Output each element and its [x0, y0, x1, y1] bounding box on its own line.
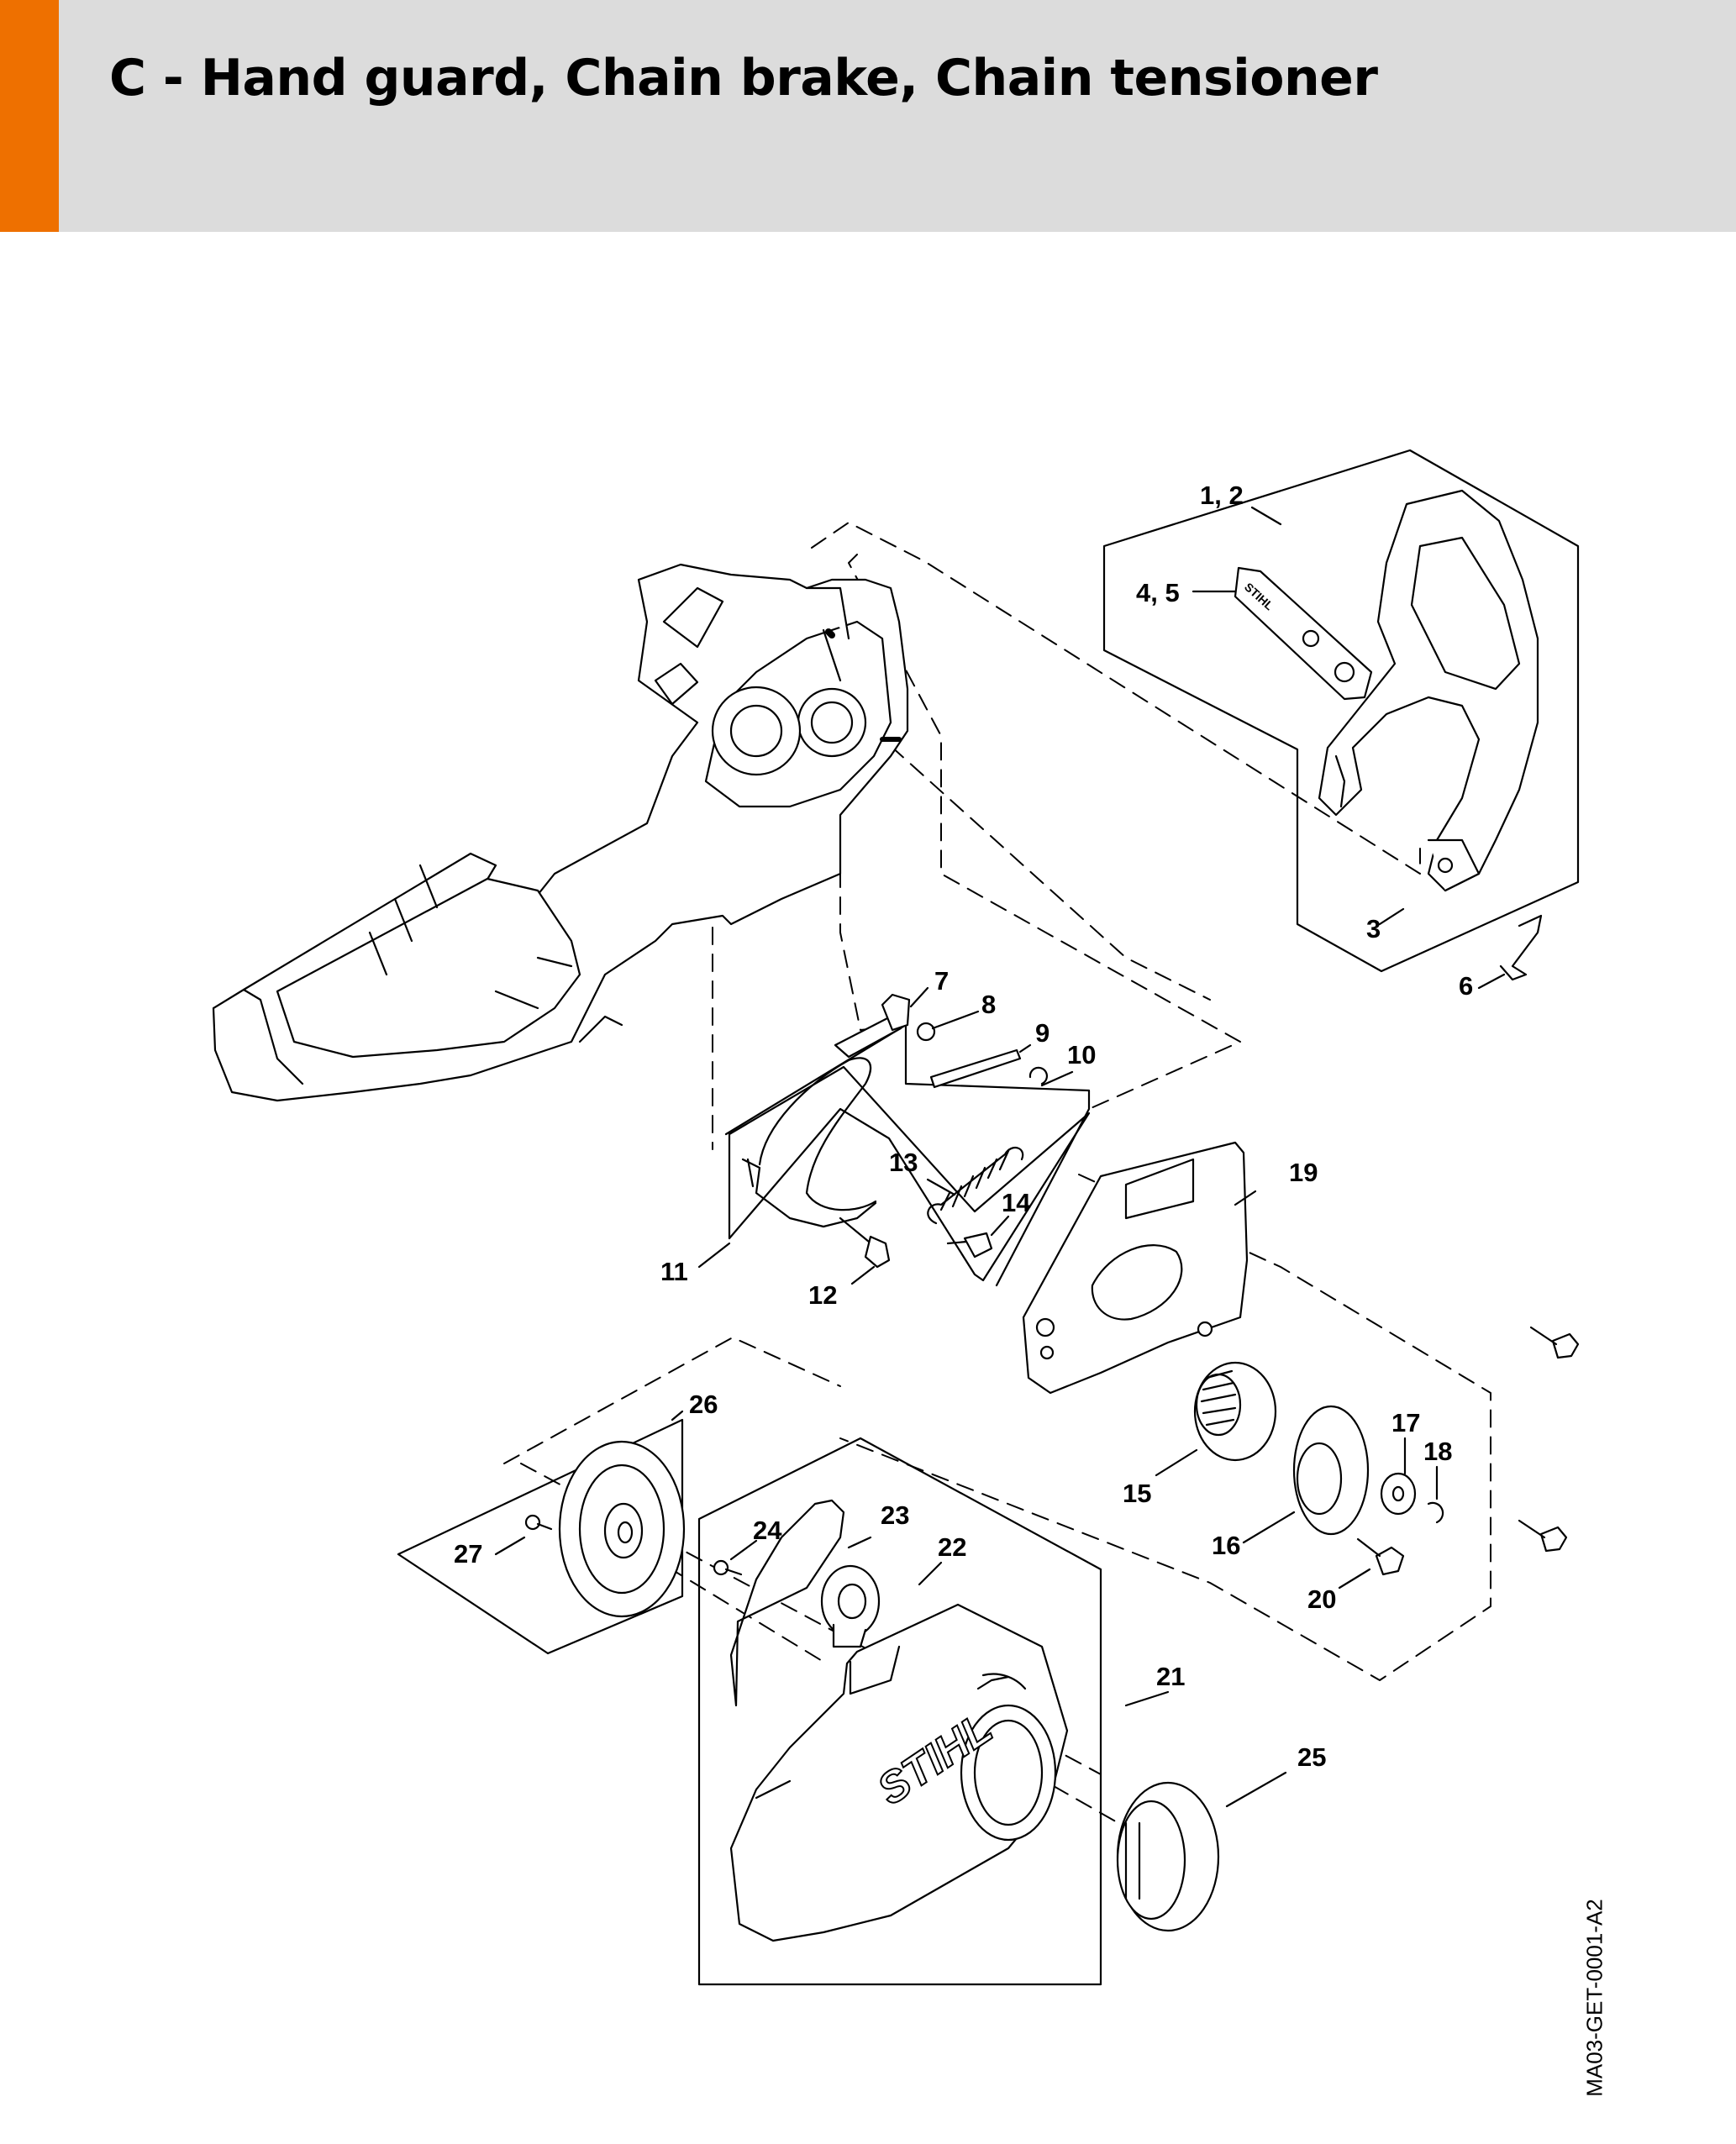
screw-12-part	[839, 1217, 891, 1269]
callout-15: 15	[1123, 1479, 1151, 1508]
sprocket-part	[1292, 1405, 1370, 1536]
callout-11: 11	[660, 1257, 688, 1286]
mounting-screw-bottom	[1518, 1519, 1568, 1553]
tensioner-knob-part	[820, 1564, 881, 1648]
document-id-text: MA03-GET-0001-A2	[1581, 1899, 1607, 2097]
cap-part	[1116, 1781, 1220, 1932]
document-id: MA03-GET-0001-A2	[1581, 1872, 1607, 2124]
sprocket-cover-part	[729, 1603, 1069, 1942]
assembly-line-3	[890, 745, 1211, 1001]
e-clip-18-part	[1427, 1501, 1444, 1524]
callout-19: 19	[1289, 1158, 1318, 1187]
link-part	[929, 1048, 1022, 1089]
tension-spring-part	[927, 1146, 1024, 1225]
callout-8: 8	[981, 990, 996, 1019]
sprocket-cover-group-outline	[697, 1437, 1102, 1986]
brake-lever-part	[834, 993, 911, 1059]
hand-guard-group-outline	[1102, 449, 1580, 973]
safety-decal-part	[1234, 566, 1373, 701]
callout-10: 10	[1067, 1040, 1096, 1069]
callout-16: 16	[1212, 1531, 1240, 1560]
powerhead-housing	[212, 563, 909, 1102]
callout-21: 21	[1156, 1662, 1185, 1691]
callout-1-2: 1, 2	[1200, 481, 1244, 510]
washer-part	[916, 1022, 936, 1042]
chain-brake-group-outline	[724, 1023, 1091, 1287]
screw-24-part	[713, 1559, 743, 1576]
page-header	[0, 0, 1736, 232]
e-clip-part	[1028, 1066, 1048, 1085]
screw-14-part	[946, 1232, 993, 1259]
assembly-line-6	[839, 1174, 1491, 1681]
brake-band-part	[741, 1057, 877, 1228]
hand-guard-part	[1318, 489, 1539, 892]
callout-24: 24	[753, 1516, 782, 1545]
callout-3: 3	[1366, 914, 1381, 943]
assembly-line-7	[503, 1337, 841, 1464]
clutch-drum-part	[1193, 1361, 1277, 1462]
screw-20-part	[1356, 1537, 1405, 1576]
assembly-line-1	[811, 522, 1421, 875]
callout-14: 14	[1002, 1188, 1031, 1217]
sprocket-plate-part	[1022, 1141, 1249, 1395]
callout-13: 13	[889, 1148, 918, 1177]
assembly-line-2	[848, 554, 1241, 1110]
callout-23: 23	[881, 1500, 909, 1530]
chain-guide-plate-part	[729, 1499, 845, 1707]
brake-group-outline	[728, 1065, 1091, 1282]
page-title: C - Hand guard, Chain brake, Chain tensi…	[109, 49, 1378, 108]
accent-bar	[0, 0, 59, 232]
tensioner-gear-part	[558, 1440, 686, 1618]
callout-26: 26	[689, 1390, 718, 1419]
callout-20: 20	[1307, 1584, 1336, 1614]
callout-6: 6	[1459, 971, 1473, 1001]
callout-7: 7	[934, 966, 949, 996]
screw-27-part	[524, 1514, 553, 1531]
mounting-screw-top	[1529, 1326, 1580, 1359]
callout-18: 18	[1423, 1437, 1452, 1466]
callout-25: 25	[1297, 1742, 1326, 1772]
callout-12: 12	[808, 1280, 837, 1310]
assembly-line-4	[839, 789, 907, 1031]
callout-4-5: 4, 5	[1136, 578, 1180, 607]
callout-27: 27	[454, 1539, 482, 1569]
callout-9: 9	[1035, 1018, 1049, 1048]
callout-labels: 1, 2 4, 5 3 6 7 8 9 10 13 14 11 12 19 17…	[454, 481, 1473, 1772]
callout-17: 17	[1391, 1408, 1420, 1437]
callout-22: 22	[938, 1532, 966, 1562]
leader-lines	[494, 506, 1506, 1808]
clip-part	[1499, 914, 1543, 981]
